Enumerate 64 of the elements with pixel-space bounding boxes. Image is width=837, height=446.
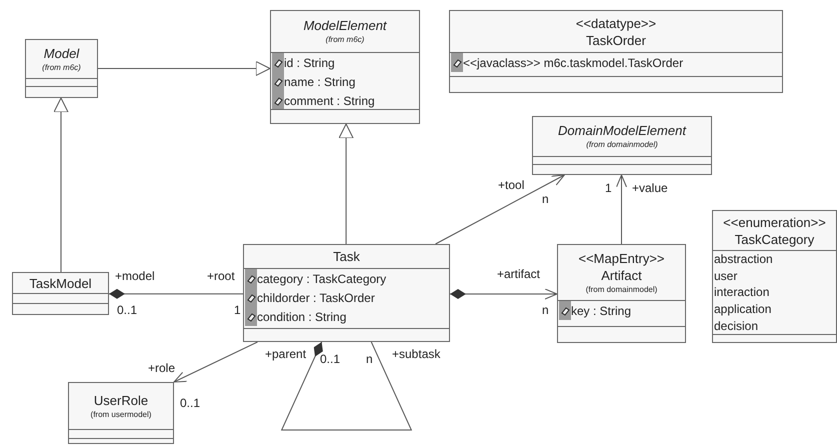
- attribute-text: <<javaclass>> m6c.taskmodel.TaskOrder: [463, 56, 684, 68]
- role-label: +value: [632, 182, 668, 194]
- multiplicity-label: 1: [605, 182, 612, 194]
- uml-class-box: [557, 244, 686, 343]
- class-name: UserRole: [94, 392, 148, 408]
- uml-class-box: [532, 116, 712, 175]
- composition-arrow: [450, 288, 558, 300]
- multiplicity-label: n: [366, 353, 373, 365]
- class-name: TaskCategory: [734, 230, 814, 248]
- class-name: TaskOrder: [586, 32, 646, 48]
- role-label: +tool: [498, 179, 524, 191]
- uml-class-box: [712, 210, 837, 343]
- package-note: (from domainmodel): [586, 139, 658, 151]
- attribute-text: category : TaskCategory: [257, 272, 386, 284]
- association-arrow: [174, 342, 258, 382]
- multiplicity-label: 1: [234, 304, 241, 316]
- class-name: DomainModelElement: [558, 122, 686, 139]
- attribute-text: user: [714, 270, 738, 282]
- composition-line: [108, 288, 244, 299]
- class-name: TaskModel: [29, 274, 92, 292]
- attribute-text: decision: [714, 320, 758, 332]
- attribute-text: id : String: [284, 56, 335, 68]
- role-label: +subtask: [392, 348, 440, 360]
- generalization-arrow: [98, 61, 270, 76]
- attribute-text: childorder : TaskOrder: [257, 292, 375, 304]
- class-name: ModelElement: [303, 17, 387, 34]
- attribute-text: application: [714, 303, 772, 316]
- attribute-text: condition : String: [257, 310, 346, 322]
- stereotype-text: <<MapEntry>>: [578, 250, 664, 266]
- package-note: (from domainmodel): [586, 284, 658, 296]
- uml-class-box: [25, 39, 98, 98]
- association-arrow: [616, 174, 627, 244]
- generalization-arrow: [53, 98, 68, 272]
- package-note: (from m6c): [42, 62, 81, 74]
- composition-loop: [280, 342, 412, 430]
- role-label: +parent: [265, 348, 306, 360]
- uml-class-box: [12, 272, 109, 315]
- uml-class-box: [243, 244, 450, 342]
- class-name: Artifact: [601, 266, 642, 284]
- attribute-text: comment : String: [284, 94, 375, 106]
- class-name: Task: [333, 248, 360, 265]
- uml-class-box: [449, 10, 783, 93]
- attribute-text: key : String: [571, 304, 632, 316]
- generalization-arrow: [338, 124, 354, 244]
- stereotype-text: <<datatype>>: [576, 14, 656, 32]
- role-label: +artifact: [497, 268, 540, 280]
- attribute-text: name : String: [284, 76, 356, 88]
- multiplicity-label: 0..1: [180, 397, 200, 409]
- uml-class-box: [68, 382, 174, 444]
- multiplicity-label: 0..1: [117, 304, 138, 316]
- multiplicity-label: n: [542, 193, 549, 205]
- class-name: Model: [44, 44, 80, 62]
- role-label: +role: [148, 362, 176, 374]
- multiplicity-label: 0..1: [320, 353, 340, 365]
- package-note: (from m6c): [326, 34, 364, 46]
- role-label: +model: [115, 270, 155, 282]
- package-note: (from usermodel): [90, 408, 152, 420]
- uml-class-box: [270, 10, 420, 124]
- attribute-text: interaction: [714, 286, 770, 298]
- stereotype-text: <<enumeration>>: [723, 214, 826, 230]
- role-label: +root: [207, 270, 235, 282]
- multiplicity-label: n: [542, 304, 549, 316]
- attribute-text: abstraction: [714, 253, 773, 266]
- association-arrow: [435, 174, 565, 244]
